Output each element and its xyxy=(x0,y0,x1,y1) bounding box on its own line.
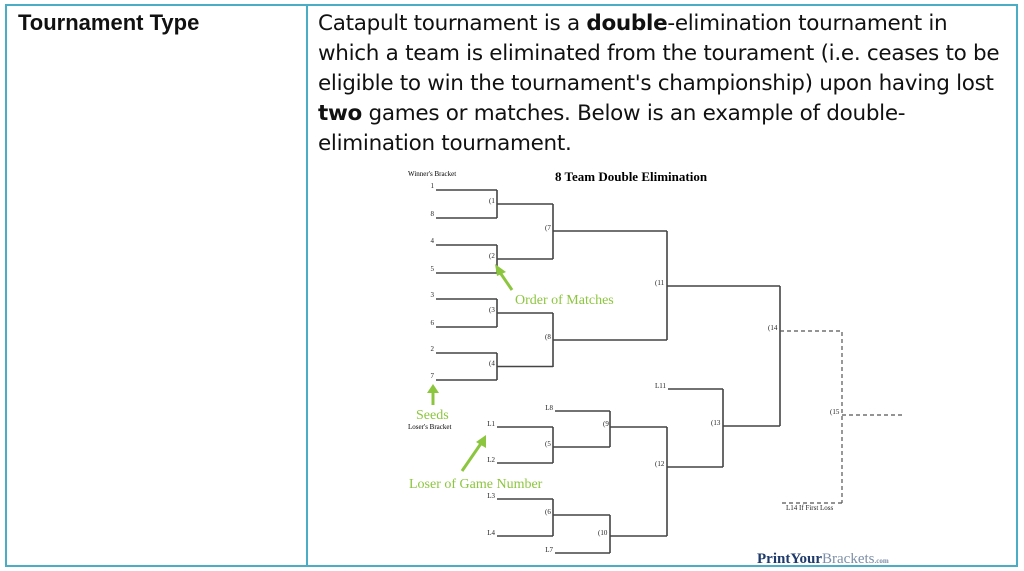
brand-c: .com xyxy=(874,557,888,565)
match-connector xyxy=(552,204,667,259)
match-connector xyxy=(609,411,667,447)
match-label: (4 xyxy=(489,360,495,368)
table-border xyxy=(5,4,1018,567)
match-label: (12 xyxy=(655,460,665,468)
annotation-order: Order of Matches xyxy=(515,293,614,308)
loser-slot-label: L8 xyxy=(545,404,553,412)
match-label: (7 xyxy=(545,224,551,232)
arrowhead-icon xyxy=(476,435,486,448)
match-connector xyxy=(496,190,553,218)
brand-a: PrintYour xyxy=(757,551,822,567)
loser-slot-label: L7 xyxy=(545,546,553,554)
loser-slot-label: L1 xyxy=(487,420,495,428)
if-first-loss-label: L14 If First Loss xyxy=(786,504,834,512)
seed-label: 4 xyxy=(431,237,435,245)
loser-slot-label: L3 xyxy=(487,492,495,500)
match-label: (6 xyxy=(545,508,551,516)
match-label: (13 xyxy=(711,419,721,427)
seed-label: 7 xyxy=(431,372,435,380)
arrowhead-icon xyxy=(427,384,439,393)
final-dashed-connector xyxy=(780,330,902,504)
seed-label: 3 xyxy=(431,291,435,299)
match-connector xyxy=(666,231,780,340)
bracket-title: 8 Team Double Elimination xyxy=(555,169,708,184)
loser-slot-label: L4 xyxy=(487,529,495,537)
match-connector xyxy=(496,245,553,273)
desc-text: Catapult tournament is a xyxy=(318,11,587,36)
seed-label: 5 xyxy=(431,265,435,273)
seed-label: 1 xyxy=(431,182,435,190)
match-label: (9 xyxy=(603,420,609,428)
match-connector xyxy=(497,498,610,537)
match-label: (5 xyxy=(545,440,551,448)
brand-b: Brackets xyxy=(822,551,875,567)
loser-slot-label: L11 xyxy=(655,382,667,390)
arrowhead-icon xyxy=(495,264,506,276)
match-label: (15 xyxy=(830,408,840,416)
desc-bold-two: two xyxy=(318,101,363,126)
match-label: (11 xyxy=(655,279,665,287)
match-connector xyxy=(496,299,553,327)
desc-text: -elimination tournament in which a team … xyxy=(318,11,1000,96)
desc-text: games or matches. Below is an example of… xyxy=(318,101,906,156)
row-label: Tournament Type xyxy=(18,10,200,35)
match-label: (1 xyxy=(489,197,495,205)
match-connector xyxy=(552,313,667,367)
seed-label: 2 xyxy=(431,345,435,353)
seed-label: 6 xyxy=(431,319,435,327)
annotation-seeds: Seeds xyxy=(416,408,449,423)
match-connector xyxy=(668,388,780,467)
annotation-loser: Loser of Game Number xyxy=(409,477,543,492)
match-label: (10 xyxy=(598,529,608,537)
column-divider xyxy=(306,4,308,567)
match-label: (3 xyxy=(489,306,495,314)
winners-bracket-label: Winner's Bracket xyxy=(408,170,456,178)
match-connector xyxy=(496,353,553,380)
match-label: (2 xyxy=(489,252,495,260)
loser-slot-label: L2 xyxy=(487,456,495,464)
match-connector xyxy=(666,427,723,536)
desc-bold-double: double xyxy=(586,11,668,36)
match-connector xyxy=(609,515,667,553)
brand-logo: PrintYourBrackets.com xyxy=(757,551,889,567)
match-connector xyxy=(497,426,610,464)
arrow-loser-icon xyxy=(460,441,484,472)
row-description: Catapult tournament is a double-eliminat… xyxy=(318,9,1008,159)
losers-bracket-label: Loser's Bracket xyxy=(408,423,451,431)
match-label: (14 xyxy=(768,324,778,332)
seed-label: 8 xyxy=(431,210,435,218)
arrow-order-icon xyxy=(497,270,514,291)
match-label: (8 xyxy=(545,333,551,341)
